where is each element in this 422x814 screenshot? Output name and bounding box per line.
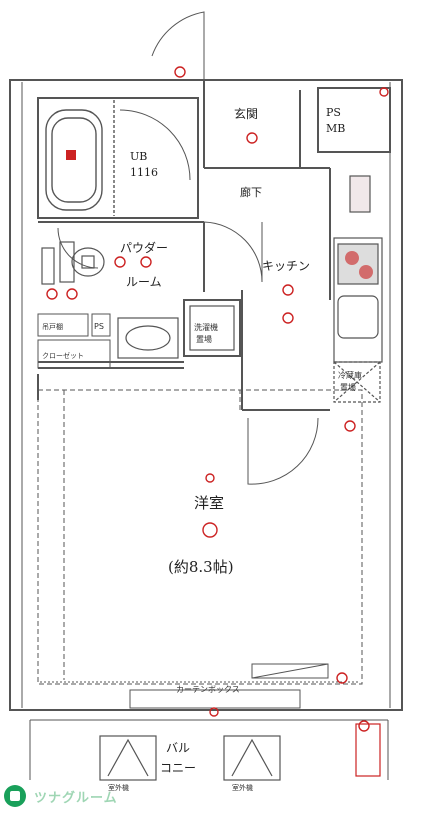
ps-small-box: [91, 313, 111, 337]
laundry-pan: [189, 305, 235, 351]
western-room-label: 洋室: [194, 494, 224, 512]
fridge-cross-b: [333, 361, 381, 403]
toilet-tank: [59, 241, 75, 283]
outlet-marker: [140, 256, 152, 268]
washbasin-bowl: [125, 325, 171, 351]
entry-door-swing: [151, 11, 205, 80]
fridge-label-line1: 冷蔵庫: [338, 370, 362, 380]
room-labels: 玄関 PS MB UB 1116 廊下 パウダー ルーム キッチン 吊戸棚 PS…: [42, 106, 362, 792]
western-room-outline: [37, 389, 363, 685]
outdoor-unit-right-label: 室外機: [232, 783, 253, 792]
bath-door-swing: [119, 109, 191, 181]
aircon-box: [251, 663, 329, 679]
outlet-markers: [46, 66, 389, 732]
bath-fixtures: [45, 100, 115, 216]
drain-box: [355, 723, 381, 777]
outdoor-unit-right-triangle: [231, 738, 273, 777]
outlet-marker: [282, 284, 294, 296]
powder-label-line1: パウダー: [120, 240, 168, 255]
balcony-label-line2: コニー: [160, 761, 196, 775]
laundry-space: [183, 299, 241, 357]
outdoor-unit-left: [99, 735, 157, 781]
ps-small-label: PS: [94, 322, 104, 331]
burner-icon: [345, 251, 359, 265]
watermark-logo-icon: [4, 785, 26, 807]
unit-bath-wall: [37, 97, 199, 219]
watermark-badge: ツナグルーム: [4, 782, 184, 810]
hall-door-swing: [203, 221, 263, 283]
ub-label-line2: 1116: [130, 166, 158, 179]
curtain-box-label: カーテンボックス: [176, 685, 240, 694]
bathtub-inner: [51, 117, 97, 203]
kitchen-sink: [337, 295, 379, 339]
outdoor-unit-right: [223, 735, 281, 781]
powder-label-line2: ルーム: [126, 275, 162, 289]
shoe-cabinet: [349, 175, 371, 213]
kitchen-counter: [333, 237, 383, 363]
room-door-swing: [247, 417, 319, 485]
toilet-bowl: [71, 247, 105, 277]
outlet-marker: [202, 522, 218, 538]
outlet-marker: [358, 720, 370, 732]
outer-walls: [9, 79, 403, 780]
western-room-area: (約8.3帖): [168, 558, 234, 576]
bath-fan-icon: [66, 150, 76, 160]
outlet-marker: [379, 87, 389, 97]
laundry-label-line1: 洗濯機: [194, 322, 218, 332]
balcony-label-line1: バル: [166, 741, 190, 755]
storage-box: [37, 313, 89, 337]
washbasin: [117, 317, 179, 359]
outlet-marker: [336, 672, 348, 684]
toilet-cross-box: [81, 255, 95, 269]
western-room: [37, 389, 363, 709]
kitchen-fixtures: [333, 175, 383, 403]
fridge-space: [333, 361, 381, 403]
exterior-wall-outline: [9, 79, 403, 711]
closet-label: クローゼット: [42, 351, 84, 360]
bathtub: [45, 109, 103, 211]
closet-box: [37, 339, 111, 369]
ps-mb-label-line2: MB: [326, 122, 345, 135]
outlet-marker: [282, 312, 294, 324]
ps-mb-box: [317, 87, 391, 153]
fridge-label-line2: 置場: [340, 382, 356, 392]
outlet-marker: [174, 66, 186, 78]
outlet-marker: [209, 707, 219, 717]
watermark-text: ツナグルーム: [34, 790, 118, 806]
burner-icon: [359, 265, 373, 279]
interior-walls: [37, 80, 391, 411]
stove: [337, 243, 379, 285]
entrance-label: 玄関: [234, 106, 258, 121]
powder-fixtures: [41, 241, 235, 359]
towel-rack: [41, 247, 55, 285]
balcony-units: [99, 723, 381, 781]
kitchen-label: キッチン: [262, 259, 310, 273]
outdoor-unit-left-triangle: [107, 738, 149, 777]
outdoor-unit-left-label: 室外機: [108, 783, 129, 792]
door-swings: [57, 11, 319, 485]
outlet-marker: [205, 473, 215, 483]
outlet-marker: [114, 256, 126, 268]
outlet-marker: [66, 288, 78, 300]
powder-door-swing: [57, 227, 99, 269]
hallway-label: 廊下: [240, 185, 262, 199]
outlet-marker: [46, 288, 58, 300]
laundry-label-line2: 置場: [196, 334, 212, 344]
aircon-diagonal: [251, 663, 329, 679]
hooks-label: 吊戸棚: [42, 322, 63, 331]
ps-mb-label-line1: PS: [326, 106, 341, 119]
outlet-marker: [246, 132, 258, 144]
outlet-marker: [344, 420, 356, 432]
ub-label-line1: UB: [130, 150, 147, 163]
